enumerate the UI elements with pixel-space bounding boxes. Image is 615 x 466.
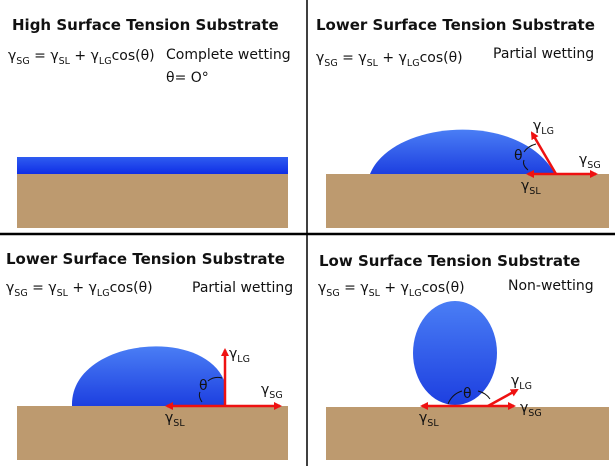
gamma-sg-label: γSG [520,400,542,419]
substrate [326,407,609,460]
theta-label: θ [199,378,208,394]
panel-lower-surface-tension-a: Lower Surface Tension Substrate γSG = γS… [316,16,609,228]
gamma-sg-label: γSG [261,382,283,401]
liquid-droplet [413,301,497,405]
gamma-sl-label: γSL [419,410,439,429]
angle-arc [447,390,491,405]
gamma-lg-label: γLG [533,118,554,137]
theta-label: θ [463,386,472,402]
gamma-lg-label: γLG [511,373,532,392]
panel-low-surface-tension: Low Surface Tension Substrate γSG = γSL … [318,252,609,460]
substrate [17,174,288,228]
young-equation: γSG = γSL + γLGcos(θ) [8,48,155,67]
wetting-condition: Partial wetting [192,280,293,296]
gamma-lg-label: γLG [229,346,250,365]
panel-lower-surface-tension-b: Lower Surface Tension Substrate γSG = γS… [6,250,293,460]
wetting-condition: Partial wetting [493,46,594,62]
young-equation: γSG = γSL + γLGcos(θ) [6,280,153,299]
gamma-lg-arrow [530,131,558,175]
wetting-condition: Complete wetting [166,47,291,63]
panel-title: Lower Surface Tension Substrate [6,250,285,268]
liquid-film [17,157,288,174]
liquid-droplet [71,346,224,406]
young-equation: γSG = γSL + γLGcos(θ) [318,280,465,299]
contact-angle-note: θ= O° [166,70,209,86]
gamma-sl-label: γSL [521,178,541,197]
substrate [326,174,609,228]
young-equation: γSG = γSL + γLGcos(θ) [316,50,463,69]
angle-arc [198,376,223,403]
panel-high-surface-tension: High Surface Tension Substrate γSG = γSL… [8,16,291,228]
theta-label: θ [514,148,523,164]
angle-arc [523,143,537,171]
wetting-condition: Non-wetting [508,278,594,294]
liquid-droplet [370,129,555,174]
substrate [17,406,288,460]
panel-title: Lower Surface Tension Substrate [316,16,595,34]
gamma-lg-arrow [487,388,519,408]
gamma-sg-label: γSG [579,152,601,171]
panel-title: High Surface Tension Substrate [12,16,279,34]
panel-title: Low Surface Tension Substrate [319,252,580,270]
gamma-sl-label: γSL [165,410,185,429]
